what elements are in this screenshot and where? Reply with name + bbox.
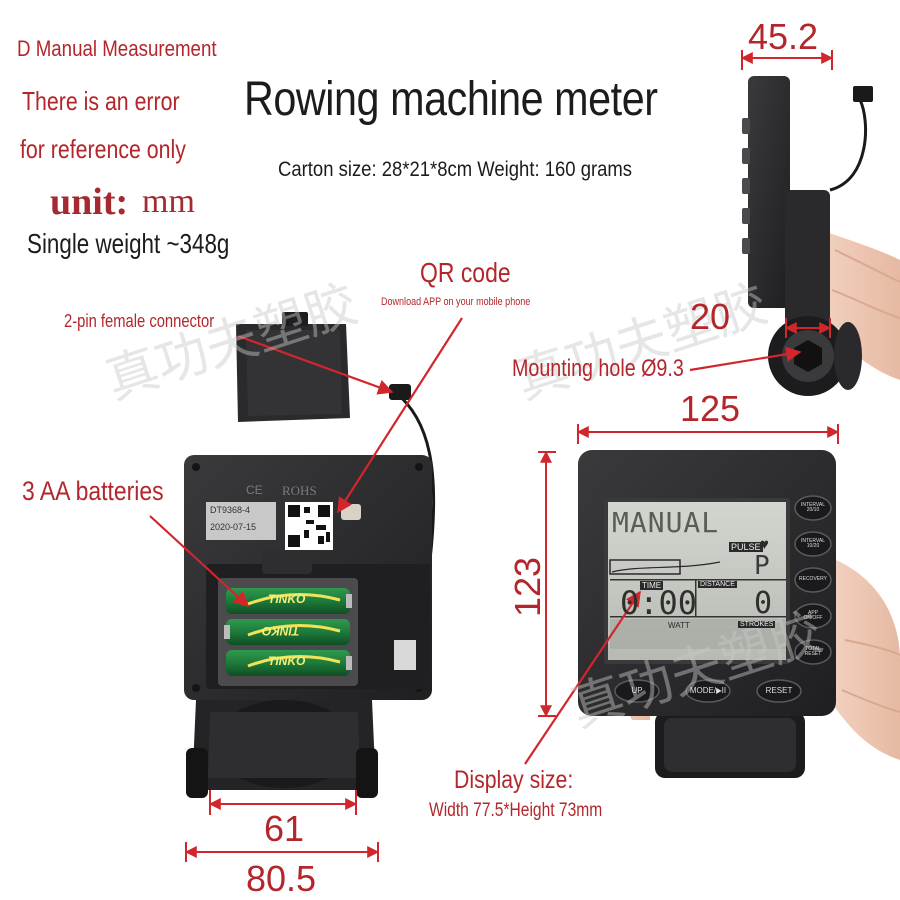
device-date-label: 2020-07-15 [210,522,257,532]
back-view-device [184,384,436,798]
front-view-device [578,450,900,778]
dim-front-width: 125 [680,388,741,429]
app-on-off-button[interactable]: APP ON/OFF [803,610,823,621]
qr-code-sublabel: Download APP on your mobile phone [381,296,531,308]
manual-measurement-note: D Manual Measurement [17,36,217,61]
carton-size-text: Carton size: 28*21*8cm Weight: 160 grams [278,158,633,181]
cert-ce-mark: CE [246,483,263,497]
qr-code-label: QR code [420,257,511,288]
reference-note: for reference only [20,134,186,164]
page-title: Rowing machine meter [244,73,658,126]
batteries-label: 3 AA batteries [22,476,164,506]
lcd-watt-label: WATT [668,621,690,630]
mode-button[interactable]: MODE/▶II [689,686,727,695]
lcd-distance-value: 0 [754,586,773,621]
callout-arrows [149,317,802,765]
lcd-p-text: P [754,551,770,581]
battery-cover [236,312,350,422]
up-button[interactable]: UP [631,686,643,695]
aa-batteries [224,588,352,676]
unit-value: mm [142,183,195,220]
connector-label: 2-pin female connector [64,311,215,331]
lcd-distance-label: DISTANCE [698,581,737,588]
dim-back-inner: 61 [264,808,305,849]
lcd-time-label: TIME [640,581,664,590]
reset-button[interactable]: RESET [765,686,793,695]
dimension-lines [184,50,840,862]
dim-back-outer: 80.5 [246,858,317,899]
unit-label: unit: [50,181,129,223]
dim-front-height: 123 [507,556,549,618]
side-view-device [742,76,900,396]
lcd-pulse-text: PULSE [729,542,763,552]
interval-20-10-button[interactable]: INTERVAL 20/10 [801,502,825,513]
battery-brand-2: TINKO [262,624,300,638]
interval-10-20-button[interactable]: INTERVAL 10/20 [801,538,825,549]
battery-brand-3: TINKO [268,654,306,668]
recovery-button[interactable]: RECOVERY [799,576,827,582]
display-dimensions-label: Width 77.5*Height 73mm [429,800,603,821]
lcd-time-value: 0:00 [620,584,698,622]
lcd-strokes-label: STROKES [738,621,776,628]
lcd-mode-text: MANUAL [612,506,720,539]
dim-side-base: 20 [690,296,731,337]
cert-rohs-mark: ROHS [282,483,317,498]
display-size-label: Display size: [454,766,574,794]
battery-brand-1: TINKO [268,592,306,606]
heart-icon: ♥ [760,536,769,553]
single-weight-text: Single weight ~348g [27,228,230,259]
dim-side-width: 45.2 [748,16,819,57]
total-reset-button[interactable]: TOTAL RESET [804,646,822,657]
error-note: There is an error [22,86,180,116]
device-model-label: DT9368-4 [210,505,251,515]
mounting-hole-label: Mounting hole Ø9.3 [512,355,684,382]
